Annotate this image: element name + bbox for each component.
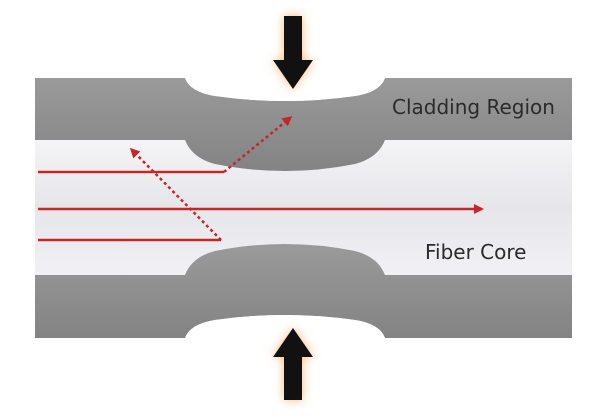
leak-ray-right bbox=[223, 116, 293, 173]
fiber-core-label: Fiber Core bbox=[425, 240, 527, 264]
upper-bend-hollow bbox=[185, 78, 385, 101]
arrow-up-icon bbox=[273, 328, 313, 400]
cladding-region-label: Cladding Region bbox=[392, 95, 555, 119]
arrow-down-icon bbox=[273, 16, 313, 89]
lower-bend-hollow bbox=[185, 315, 385, 338]
upper-cladding bbox=[35, 78, 572, 171]
lower-cladding bbox=[35, 244, 572, 338]
